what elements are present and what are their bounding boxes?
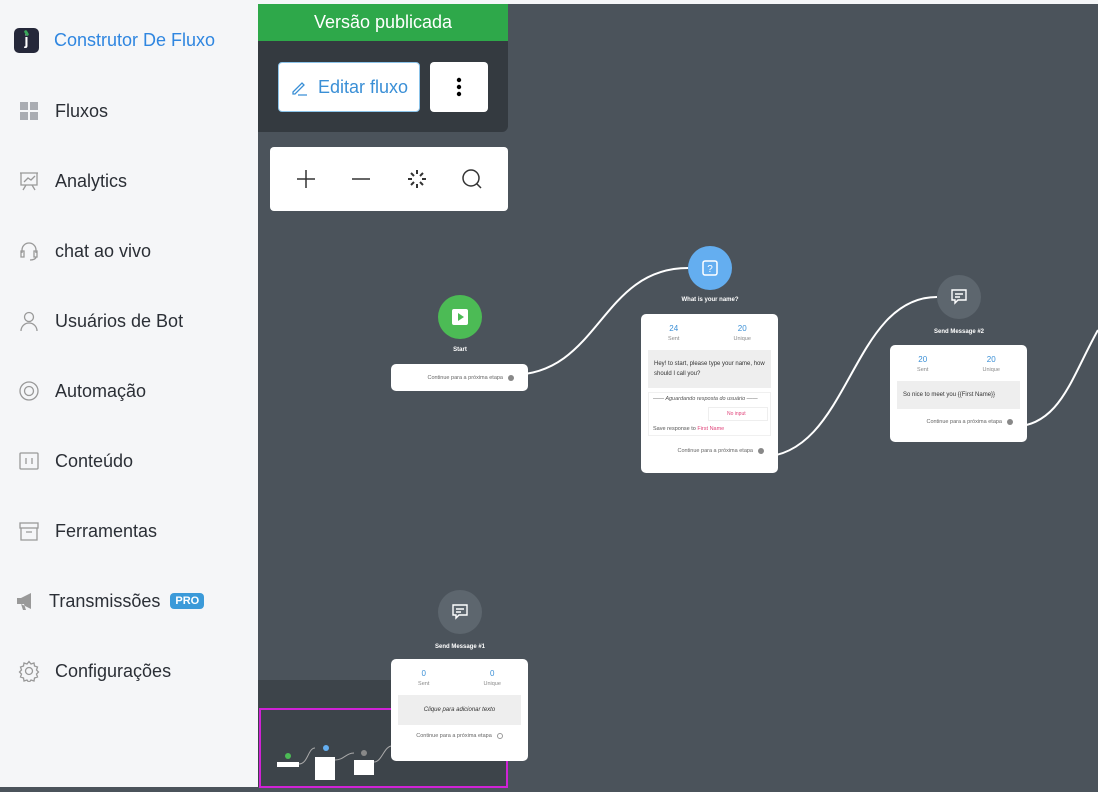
continue-label: Continue para a próxima etapa	[926, 419, 1002, 425]
sidebar-item-analytics[interactable]: Analytics	[18, 166, 127, 196]
minimap-preview	[277, 745, 393, 780]
gear-icon	[18, 660, 40, 682]
pencil-icon	[292, 82, 307, 96]
sidebar-item-broadcasts[interactable]: Transmissões PRO	[15, 586, 205, 616]
sent-label: Sent	[917, 367, 929, 373]
sidebar-item-settings[interactable]: Configurações	[18, 656, 171, 686]
search-icon[interactable]	[461, 168, 483, 190]
published-status: Versão publicada	[258, 4, 508, 41]
grid-icon	[18, 100, 40, 122]
sent-label: Sent	[668, 336, 680, 342]
sidebar: j Construtor De Fluxo Fluxos Analytics c…	[0, 0, 258, 787]
app-logo: j	[14, 28, 39, 53]
unique-count: 20	[737, 324, 747, 333]
sidebar-item-label: Transmissões	[49, 590, 161, 611]
fit-view-icon[interactable]	[406, 168, 428, 190]
edit-flow-label: Editar fluxo	[317, 76, 409, 97]
sidebar-item-label: Analytics	[55, 170, 128, 191]
archive-icon	[18, 520, 40, 542]
output-port[interactable]	[758, 448, 764, 454]
output-port[interactable]	[508, 374, 514, 381]
user-icon	[18, 310, 40, 332]
msg1-node-title: Send Message #1	[434, 644, 486, 650]
sent-label: Sent	[418, 681, 430, 687]
pro-badge: PRO	[170, 593, 205, 609]
chat-icon	[951, 289, 967, 305]
headset-icon	[18, 240, 40, 262]
message-text[interactable]: So nice to meet you {{First Name}}	[897, 381, 1020, 409]
question-node-title: What is your name?	[681, 297, 739, 303]
save-prefix: Save response to	[653, 426, 696, 432]
content-icon	[18, 450, 40, 472]
sidebar-item-chat[interactable]: chat ao vivo	[18, 236, 151, 266]
sidebar-item-label: Usuários de Bot	[55, 310, 184, 331]
question-icon: ?	[702, 260, 718, 276]
zoom-out-icon[interactable]	[350, 168, 372, 190]
svg-text:?: ?	[707, 264, 713, 275]
unique-count: 20	[986, 355, 996, 364]
play-icon	[452, 309, 468, 325]
sent-count: 0	[421, 669, 426, 678]
kebab-icon	[456, 77, 462, 97]
continue-label: Continue para a próxima etapa	[677, 448, 753, 454]
no-input-button[interactable]: No input	[708, 407, 768, 421]
start-node-title: Start	[453, 347, 467, 353]
zoom-toolbar	[270, 147, 508, 211]
continue-label: Continue para a próxima etapa	[416, 733, 492, 739]
sent-count: 20	[918, 355, 928, 364]
sidebar-item-label: chat ao vivo	[55, 240, 152, 261]
sidebar-item-users[interactable]: Usuários de Bot	[18, 306, 183, 336]
sidebar-item-label: Configurações	[55, 660, 172, 681]
save-field[interactable]: First Name	[697, 426, 725, 432]
start-node-card[interactable]: Continue para a próxima etapa	[391, 364, 528, 391]
megaphone-icon	[15, 590, 37, 612]
message-text[interactable]: Hey! to start, please type your name, ho…	[648, 350, 771, 388]
sidebar-item-label: Conteúdo	[55, 450, 134, 471]
more-options-button[interactable]	[430, 62, 488, 112]
unique-label: Unique	[982, 367, 1000, 373]
edit-flow-button[interactable]: Editar fluxo	[278, 62, 420, 112]
brand-title: Construtor De Fluxo	[54, 30, 216, 50]
sidebar-item-label: Fluxos	[55, 100, 109, 121]
waiting-text: —— Aguardando resposta do usuário ——	[653, 396, 758, 402]
sidebar-item-label: Automação	[55, 380, 147, 401]
publish-panel: Versão publicada Editar fluxo	[258, 4, 508, 132]
output-port[interactable]	[1007, 419, 1013, 425]
zoom-in-icon[interactable]	[295, 168, 317, 190]
sidebar-item-content[interactable]: Conteúdo	[18, 446, 133, 476]
sidebar-item-automation[interactable]: Automação	[18, 376, 146, 406]
sidebar-item-label: Ferramentas	[55, 520, 158, 541]
chat-icon	[452, 604, 468, 620]
connector-question-msg2	[759, 296, 938, 458]
sidebar-item-fluxos[interactable]: Fluxos	[18, 96, 108, 126]
message-node-icon[interactable]	[937, 275, 981, 319]
top-strip	[258, 0, 1098, 4]
output-port[interactable]	[496, 733, 503, 739]
unique-count: 0	[489, 669, 495, 678]
unique-label: Unique	[733, 336, 751, 342]
sent-count: 24	[669, 324, 679, 333]
sidebar-item-tools[interactable]: Ferramentas	[18, 516, 157, 546]
message-node-icon[interactable]	[438, 590, 482, 634]
unique-label: Unique	[483, 681, 501, 687]
continue-label: Continue para a próxima etapa	[427, 374, 503, 381]
lifebuoy-icon	[18, 380, 40, 402]
brand[interactable]: j Construtor De Fluxo	[14, 28, 215, 53]
start-node-icon[interactable]	[438, 295, 482, 339]
message-placeholder[interactable]: Clique para adicionar texto	[398, 695, 521, 725]
question-node-icon[interactable]: ?	[688, 246, 732, 290]
presentation-chart-icon	[18, 170, 40, 192]
msg2-node-title: Send Message #2	[933, 329, 985, 335]
connector-start-question	[510, 267, 689, 376]
